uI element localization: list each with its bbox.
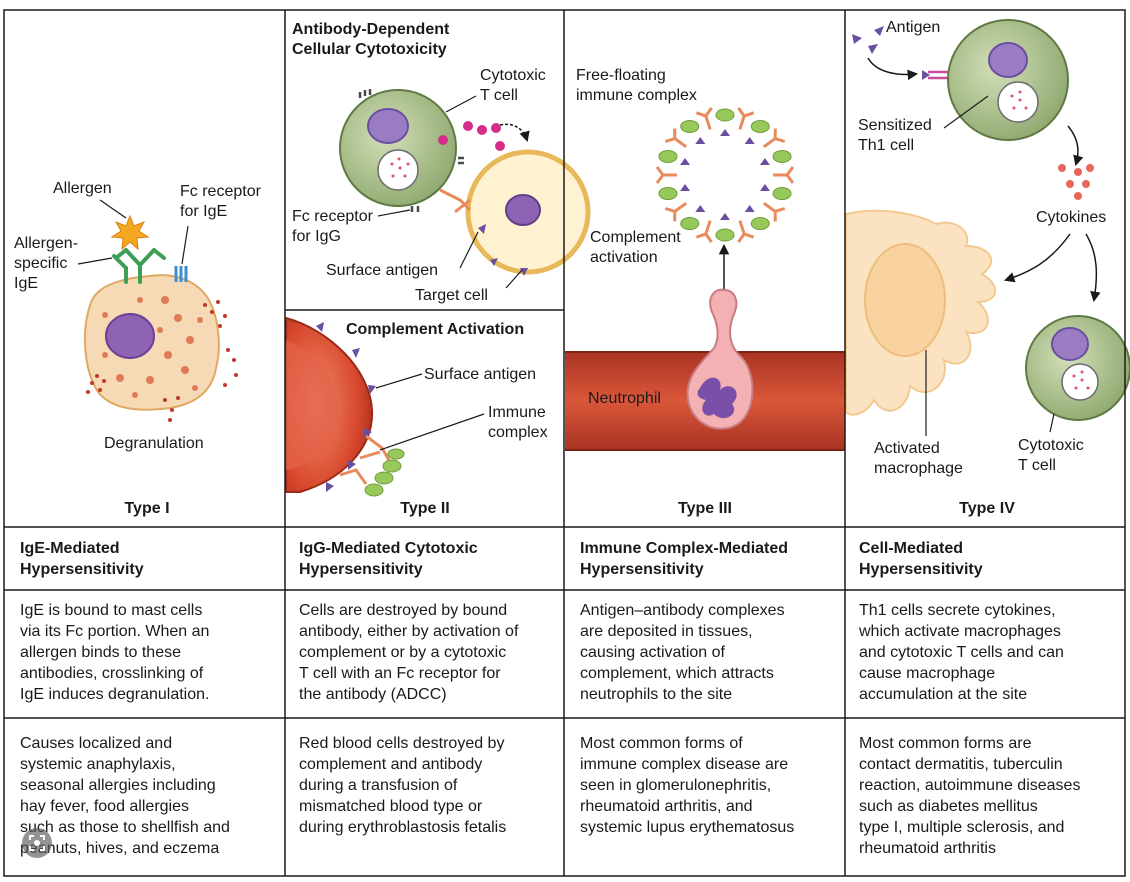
neutrophil: [686, 288, 754, 430]
immune-complex: [339, 434, 405, 497]
complement-activation-title: Complement Activation: [346, 321, 524, 338]
target-cell-label: Target cell: [415, 287, 488, 304]
ring-antigen: [680, 158, 691, 166]
type4-label: Type IV: [959, 500, 1015, 517]
complement-protein: [658, 187, 678, 201]
sensitized-th1-label: Sensitized Th1 cell: [858, 117, 936, 154]
type1-panel: Allergen Fc receptor for IgE Allergen- s…: [14, 180, 265, 517]
fc-receptor-ige-label: Fc receptor for IgE: [180, 183, 265, 220]
fc-receptor-ige: [174, 266, 188, 282]
allergen-specific-ige: [112, 248, 166, 284]
complement-protein: [658, 149, 678, 163]
ring-antigen: [720, 213, 730, 220]
type2-complement-panel: Complement Activation Surface antigen Im…: [285, 316, 550, 517]
activated-macrophage: [845, 209, 996, 416]
allergen-specific-ige-label: Allergen- specific IgE: [14, 235, 82, 292]
cytotoxic-t-cell-iv-label: Cytotoxic T cell: [1018, 437, 1088, 474]
complement-protein: [772, 187, 792, 201]
ring-antigen: [720, 129, 730, 136]
ring-antibody: [695, 220, 713, 244]
ring-antibody: [737, 106, 755, 130]
complement-protein: [680, 217, 700, 231]
antigen-icon: [852, 26, 884, 54]
neutrophil-label: Neutrophil: [588, 390, 661, 407]
complement-protein: [750, 217, 770, 231]
complement-protein: [750, 119, 770, 133]
type3-panel: Free-floating immune complex Complement …: [565, 67, 845, 517]
ring-antibody: [762, 202, 786, 222]
complement-activation-label: Complement activation: [590, 229, 685, 266]
cytotoxic-t-cell-label: Cytotoxic T cell: [480, 67, 550, 104]
ring-antigen: [759, 183, 770, 191]
lens-search-button[interactable]: [22, 828, 52, 858]
type2-adcc-panel: Antibody-Dependent Cellular Cytotoxicity: [292, 21, 591, 304]
type4-mechanism: Th1 cells secrete cytokines,which activa…: [859, 602, 1064, 703]
allergen-label: Allergen: [53, 180, 112, 197]
immune-complex-label: Immune complex: [488, 404, 550, 441]
cytotoxic-t-cell-iv: [1025, 315, 1130, 421]
red-blood-cell: [285, 316, 374, 493]
complement-protein: [715, 228, 735, 242]
mast-cell: [83, 274, 220, 411]
ring-antigen: [695, 204, 706, 212]
ring-antibody: [664, 128, 688, 148]
cytokines-label: Cytokines: [1036, 209, 1106, 226]
type2-label: Type II: [400, 500, 450, 517]
immune-complex-ring: [655, 106, 795, 244]
antigen-label: Antigen: [886, 19, 940, 36]
type4-panel: Antigen Sensitized Th1 cell Cytokines: [845, 19, 1130, 517]
cytotoxic-t-cell: [339, 89, 457, 207]
fc-receptors-igg: [358, 89, 464, 212]
ring-antibody: [695, 106, 713, 130]
ring-antibody: [655, 166, 677, 184]
free-floating-label: Free-floating immune complex: [576, 67, 697, 104]
allergen-star-icon: [110, 214, 150, 251]
ring-antigen: [680, 183, 691, 191]
target-cell: [465, 149, 591, 275]
fc-receptor-igg-label: Fc receptor for IgG: [292, 208, 377, 245]
ring-antibody: [737, 220, 755, 244]
degranulation-granules: [86, 300, 238, 422]
ring-antibody: [762, 128, 786, 148]
th1-receptor: [922, 70, 948, 80]
lens-icon: [29, 835, 45, 851]
surface-antigen-label: Surface antigen: [326, 262, 438, 279]
table-grid: [3, 9, 1126, 877]
type3-label: Type III: [678, 500, 732, 517]
ring-antigen: [744, 137, 755, 145]
igg-bridge: [439, 188, 472, 214]
ring-antibody: [664, 202, 688, 222]
activated-macrophage-label: Activated macrophage: [874, 440, 963, 477]
surface-antigen-label-2: Surface antigen: [424, 366, 536, 383]
complement-protein: [715, 108, 735, 122]
ring-antibody: [773, 166, 795, 184]
sensitized-th1-cell: [947, 19, 1069, 141]
complement-protein: [680, 119, 700, 133]
degranulation-label: Degranulation: [104, 435, 204, 452]
type1-label: Type I: [124, 500, 169, 517]
ring-antigen: [695, 137, 706, 145]
ring-antigen: [744, 204, 755, 212]
adcc-title: Antibody-Dependent Cellular Cytotoxicity: [292, 21, 454, 58]
ring-antigen: [759, 158, 770, 166]
complement-protein: [772, 149, 792, 163]
cytokines: [1058, 164, 1094, 200]
